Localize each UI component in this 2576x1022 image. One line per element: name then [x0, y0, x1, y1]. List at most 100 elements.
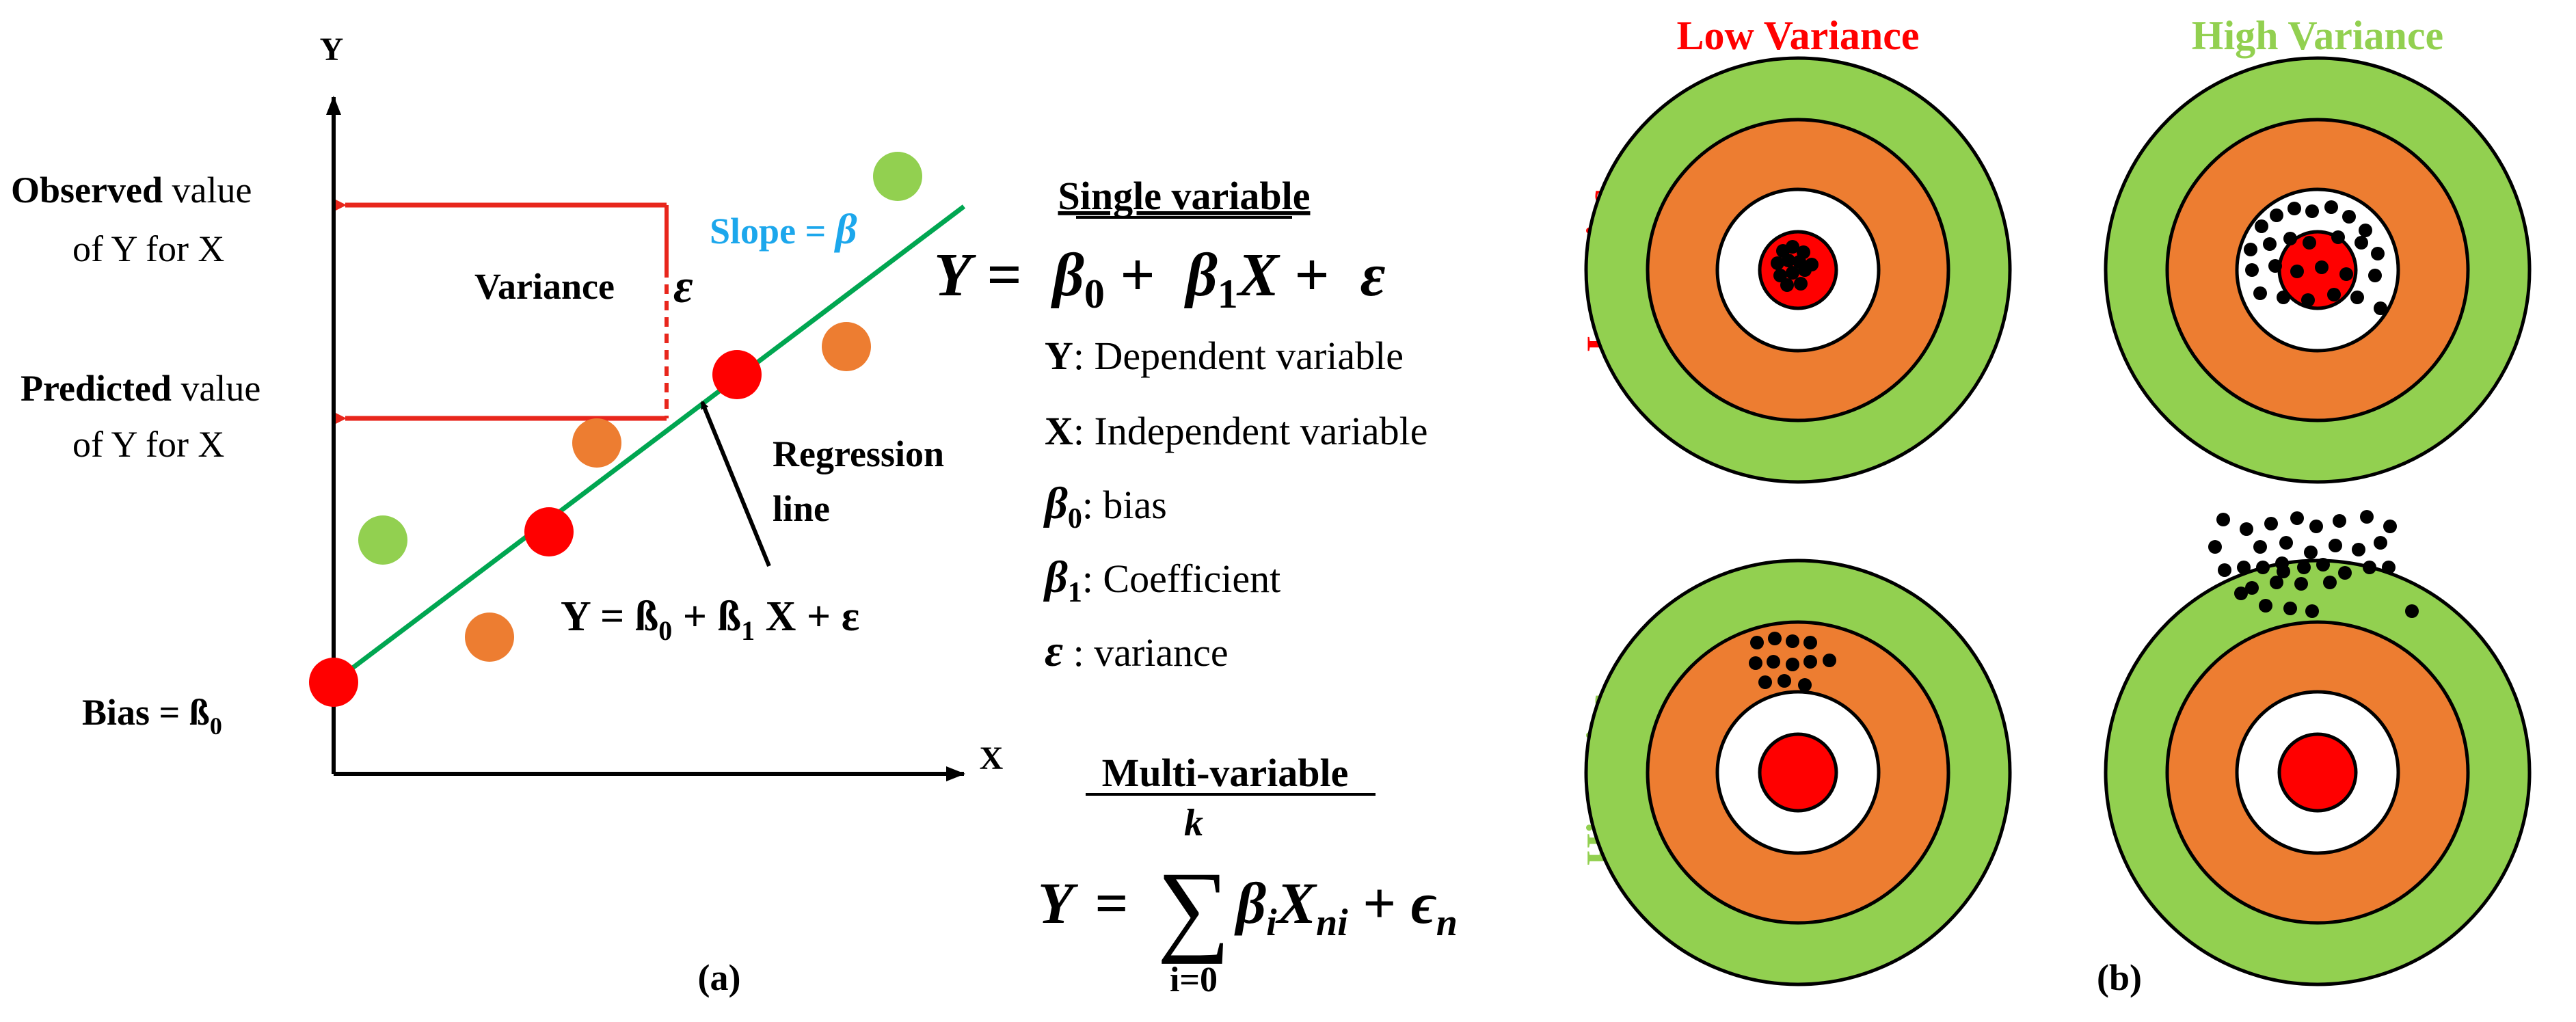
- observed-label-line2: of Y for X: [72, 228, 224, 269]
- shot-dot: [2360, 510, 2374, 524]
- shot-dot: [1798, 678, 1812, 692]
- predicted-rest: value: [172, 368, 260, 409]
- shot-dot: [2363, 561, 2376, 574]
- multi-variable-title: Multi-variable: [1102, 751, 1349, 795]
- multi-eq-x-sub: ni: [1316, 902, 1348, 944]
- target-high-bias-high-variance: [2104, 510, 2532, 986]
- variance-label: Variance: [474, 266, 615, 307]
- single-eq-b1: β: [1184, 241, 1218, 309]
- shot-dot: [2256, 561, 2270, 574]
- shot-dot: [2240, 522, 2253, 536]
- bias-point: [309, 658, 358, 707]
- def-symbol: β: [1043, 479, 1068, 528]
- predicted-bold: Predicted: [21, 368, 172, 409]
- shot-dot: [2245, 263, 2259, 277]
- shot-dot: [2301, 293, 2315, 307]
- def-symbol: ε: [1045, 626, 1063, 676]
- point-orange: [822, 322, 871, 371]
- shot-dot: [2316, 558, 2330, 571]
- shot-dot: [2333, 514, 2346, 528]
- line-equation: Y = ß0 + ß1 X + ε: [561, 593, 859, 646]
- x-axis-label: X: [980, 740, 1004, 777]
- shot-dot: [1823, 654, 1836, 667]
- target-high-bias-low-variance: [1584, 559, 2012, 986]
- multi-eq-eps-sub: n: [1436, 902, 1458, 944]
- shot-dot: [1767, 655, 1780, 669]
- shot-dot: [2216, 513, 2230, 526]
- equations: Single variable Y = β0 + β1X + ε Y: Depe…: [934, 174, 1458, 999]
- shot-dot: [2305, 604, 2319, 618]
- panel-b: Low Variance High Variance Low Bias High…: [1579, 13, 2532, 998]
- single-eq-b0-sub: 0: [1084, 271, 1105, 317]
- single-eq-y: Y: [934, 241, 976, 309]
- shot-dot: [2218, 563, 2231, 577]
- shot-dot: [2352, 543, 2365, 556]
- column-label-high-variance: High Variance: [2192, 13, 2443, 58]
- caption-b: (b): [2097, 957, 2142, 998]
- def-text: : variance: [1063, 630, 1229, 675]
- shot-dot: [2290, 511, 2304, 525]
- shot-dot: [2359, 224, 2372, 237]
- shot-dot: [2277, 291, 2290, 304]
- single-eq-plus2: +: [1279, 241, 1360, 309]
- line-eq-mid: + ß: [672, 593, 741, 640]
- definition-item: Y: Dependent variable: [1045, 334, 1404, 378]
- def-text: : Coefficient: [1082, 556, 1280, 601]
- def-sub: 1: [1068, 577, 1082, 608]
- def-text: : bias: [1082, 483, 1167, 527]
- bias-text: Bias = ß: [82, 692, 210, 733]
- slope-prefix: Slope =: [710, 211, 835, 252]
- predicted-label-line2: of Y for X: [72, 424, 224, 465]
- shot-dot: [1805, 258, 1819, 271]
- shot-dot: [2279, 536, 2293, 550]
- regression-line: [332, 204, 966, 684]
- definition-item: β1: Coefficient: [1043, 552, 1280, 608]
- def-sub: 0: [1068, 503, 1082, 535]
- single-eq-x: X: [1236, 241, 1280, 309]
- multi-eq-terms: βiXni + ϵn: [1234, 870, 1458, 944]
- shot-dot: [2354, 236, 2368, 250]
- point-orange: [572, 418, 621, 468]
- line-eq-rhs: X + ε: [755, 593, 859, 640]
- shot-dot: [2342, 210, 2356, 224]
- shot-dot: [1771, 256, 1784, 270]
- predicted-label: Predicted value: [21, 368, 260, 409]
- shot-dot: [1786, 240, 1799, 254]
- shot-dot: [2324, 200, 2338, 214]
- single-eq-b0: β: [1051, 241, 1084, 309]
- bullseye: [2277, 732, 2358, 813]
- target-low-bias-low-variance: [1584, 56, 2012, 484]
- definition-item: β0: bias: [1043, 479, 1167, 535]
- shot-dot: [2270, 576, 2283, 589]
- shot-dot: [1750, 636, 1764, 649]
- multi-eq-plus: +: [1348, 870, 1411, 936]
- single-eq-plus1: +: [1105, 241, 1186, 309]
- shot-dot: [2368, 269, 2382, 282]
- def-symbol: β: [1043, 552, 1068, 602]
- multi-eq-beta: β: [1234, 870, 1266, 936]
- observed-rest: value: [163, 170, 252, 211]
- shot-dot: [1768, 632, 1782, 645]
- summation-lower: i=0: [1170, 960, 1218, 999]
- target-low-bias-high-variance: [2104, 56, 2532, 484]
- shot-dot: [2208, 540, 2222, 554]
- line-eq-sub1: 1: [741, 615, 755, 646]
- shot-dot: [2283, 232, 2297, 245]
- shot-dot: [1803, 655, 1817, 669]
- multi-eq-y: Y: [1038, 870, 1079, 936]
- shot-dot: [2338, 566, 2352, 580]
- line-eq-sub0: 0: [658, 615, 672, 646]
- shot-dot: [2303, 236, 2316, 250]
- shot-dot: [2374, 536, 2387, 550]
- shot-dot: [2290, 265, 2304, 278]
- summation-upper: k: [1184, 802, 1203, 844]
- shot-dot: [2287, 202, 2301, 215]
- regression-label-line1: Regression: [773, 433, 944, 474]
- definition-item: X: Independent variable: [1045, 409, 1427, 453]
- shot-dot: [1794, 277, 1808, 291]
- shot-dot: [2315, 260, 2329, 274]
- multi-variable-equation: Y = k ∑ i=0 βiXni + ϵn: [1038, 802, 1458, 999]
- shot-dot: [1749, 656, 1762, 670]
- regression-label-line2: line: [773, 488, 830, 529]
